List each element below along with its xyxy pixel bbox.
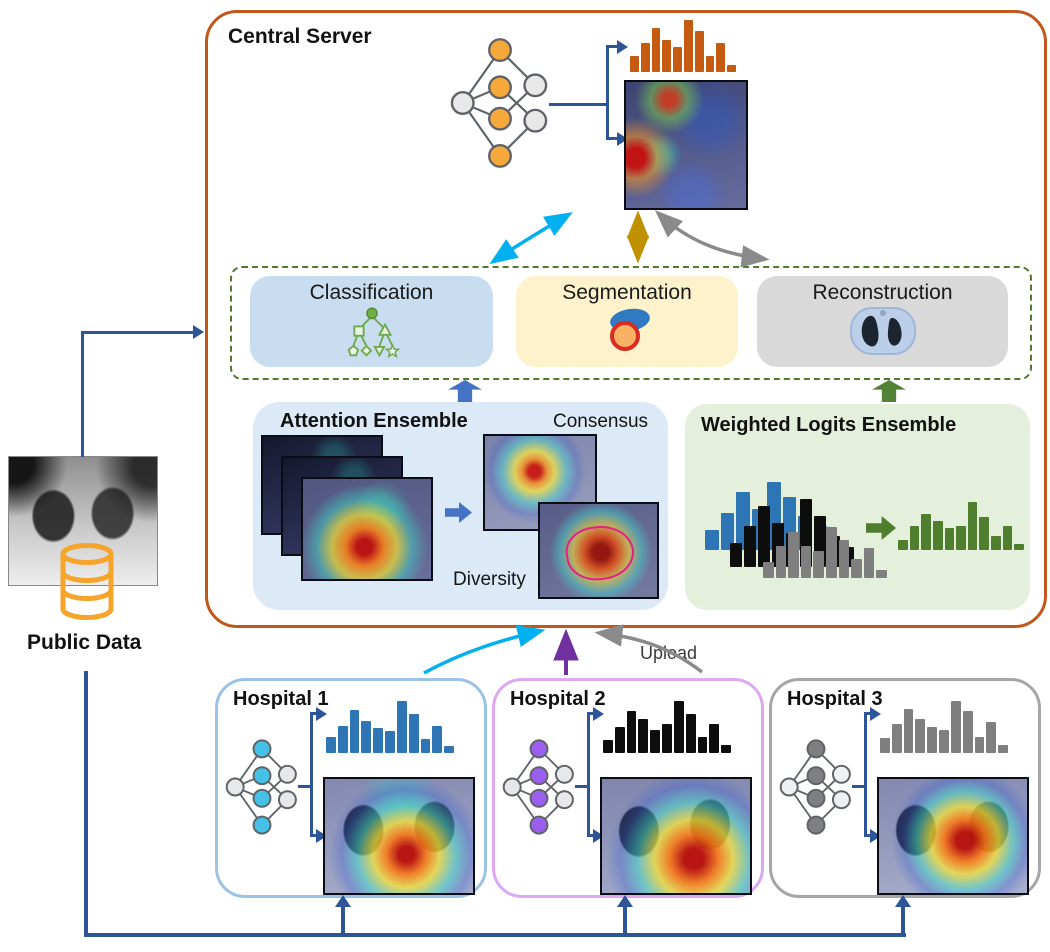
hospital-2-box: Hospital 2 xyxy=(492,678,764,898)
central-connector-bottom-arm xyxy=(606,137,618,140)
consensus-label: Consensus xyxy=(553,411,649,432)
segmentation-label: Segmentation xyxy=(562,281,692,304)
hospital-2-neural-network-icon xyxy=(502,739,574,835)
public-data-feed-vertical xyxy=(84,671,88,937)
diversity-label: Diversity xyxy=(453,569,526,590)
central-server-title: Central Server xyxy=(228,25,372,48)
hospital-connector-vertical xyxy=(310,713,313,837)
decision-tree-icon xyxy=(347,307,400,359)
central-neural-network-icon xyxy=(450,38,548,168)
hospital-2-attention-heatmap-image xyxy=(600,777,752,895)
classification-pill: Classification xyxy=(250,276,493,367)
arrowhead-to-central-heatmap xyxy=(617,132,628,146)
reconstruction-label: Reconstruction xyxy=(812,281,953,304)
attention-map-stack-front-image xyxy=(301,477,433,581)
diversity-map-image xyxy=(538,502,659,599)
diversity-contour-outline xyxy=(562,521,638,585)
hospital-1-attention-heatmap-image xyxy=(323,777,475,895)
arrowhead-to-heatmap xyxy=(593,829,604,843)
hospital-3-logits-histogram xyxy=(880,701,1008,753)
central-connector-top-arm xyxy=(606,45,618,48)
hospital-2-logits-histogram xyxy=(603,701,731,753)
hospital-connector-top-arm xyxy=(310,712,317,715)
arrowhead-into-hospital3 xyxy=(895,895,911,907)
arrowhead-to-histogram xyxy=(870,707,881,721)
hospital-connector-top-arm xyxy=(864,712,871,715)
segmentation-mask-icon xyxy=(610,308,650,351)
hospital-3-title: Hospital 3 xyxy=(787,688,883,710)
hospital1-upload-arrow xyxy=(423,625,546,675)
arrowhead-into-hospital1 xyxy=(335,895,351,907)
public-data-line-horizontal xyxy=(81,331,195,334)
hospital-1-box: Hospital 1 xyxy=(215,678,487,898)
hospital-3-attention-heatmap-image xyxy=(877,777,1029,895)
feed-stub-hospital3 xyxy=(901,906,905,934)
hospital-connector-line xyxy=(852,785,865,788)
hospital-3-box: Hospital 3 xyxy=(769,678,1041,898)
hospital-connector-vertical xyxy=(587,713,590,837)
classification-label: Classification xyxy=(309,281,434,304)
database-icon xyxy=(60,543,114,620)
central-connector-line xyxy=(549,103,607,106)
feed-stub-hospital1 xyxy=(341,906,345,934)
hospital-3-neural-network-icon xyxy=(779,739,851,835)
central-logits-histogram xyxy=(630,20,736,72)
feed-stub-hospital2 xyxy=(623,906,627,934)
reconstruction-pill: Reconstruction xyxy=(757,276,1008,367)
upload-label: Upload xyxy=(640,643,698,663)
public-data-line-vertical xyxy=(81,331,84,457)
segmentation-pill: Segmentation xyxy=(516,276,738,367)
hospital-1-title: Hospital 1 xyxy=(233,688,329,710)
arrowhead-to-histogram xyxy=(316,707,327,721)
public-data-feed-horizontal xyxy=(84,933,906,937)
ct-scan-icon xyxy=(849,307,916,355)
public-data-label: Public Data xyxy=(27,631,142,654)
arrowhead-to-central-histogram xyxy=(617,40,628,54)
hospital-connector-top-arm xyxy=(587,712,594,715)
arrowhead-to-histogram xyxy=(593,707,604,721)
central-attention-heatmap-image xyxy=(624,80,748,210)
central-connector-vertical xyxy=(606,46,609,140)
hospital-connector-line xyxy=(575,785,588,788)
hospital-2-title: Hospital 2 xyxy=(510,688,606,710)
hospital-1-neural-network-icon xyxy=(225,739,297,835)
hospital-connector-bottom-arm xyxy=(864,834,871,837)
arrowhead-into-server xyxy=(193,325,204,339)
attention-ensemble-title: Attention Ensemble xyxy=(280,410,468,432)
weighted-logits-ensemble-title: Weighted Logits Ensemble xyxy=(701,414,957,436)
arrowhead-to-heatmap xyxy=(316,829,327,843)
hospital-1-logits-histogram xyxy=(326,701,454,753)
arrowhead-into-hospital2 xyxy=(617,895,633,907)
hospital3-logits-overlay-histogram xyxy=(763,524,887,578)
hospital-connector-bottom-arm xyxy=(310,834,317,837)
task-strip-box xyxy=(230,266,1032,380)
hospital-connector-bottom-arm xyxy=(587,834,594,837)
ensembled-logits-histogram xyxy=(898,502,1025,550)
hospital-connector-vertical xyxy=(864,713,867,837)
hospital-connector-line xyxy=(298,785,311,788)
arrowhead-to-heatmap xyxy=(870,829,881,843)
